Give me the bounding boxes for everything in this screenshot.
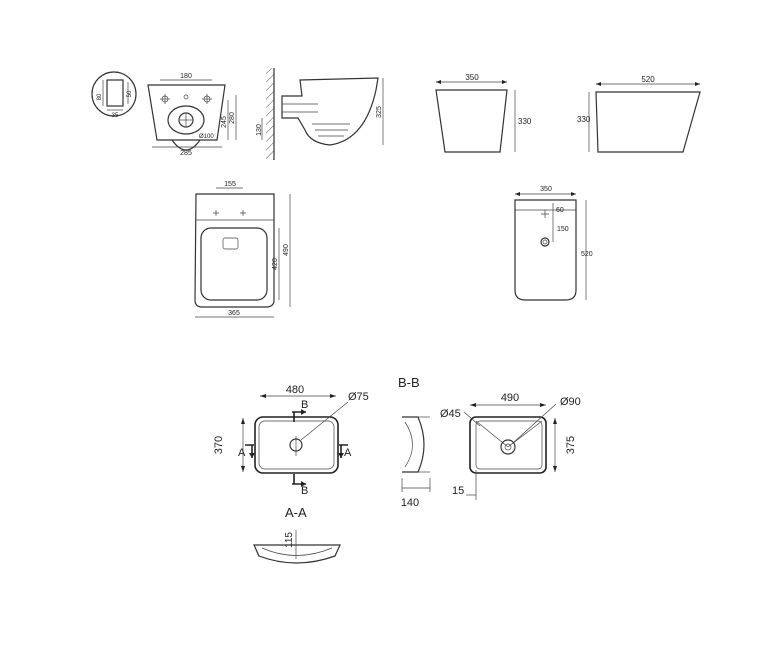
- toilet-side-view: 130 325: [256, 68, 384, 160]
- dim-basin-75: Ø75: [348, 391, 369, 403]
- dim-side-130: 130: [256, 124, 263, 136]
- dim-basin-top-90: Ø90: [560, 396, 581, 408]
- cut-b-bottom: B: [301, 485, 308, 497]
- dim-top-285: 285: [180, 150, 192, 157]
- section-bb-title: B-B: [398, 375, 420, 390]
- dim-basin-top-45: Ø45: [440, 408, 461, 420]
- dim-basin-top-375: 375: [565, 436, 577, 454]
- basin-top-view: 490 Ø90 Ø45 375 15: [440, 392, 581, 500]
- basin-plan-view: 480 Ø75 370 B B A A: [213, 384, 369, 497]
- dim-back-520: 520: [581, 251, 593, 258]
- dim-plan-365: 365: [228, 310, 240, 317]
- toilet-small-plan-view: 80 50 35: [91, 71, 137, 119]
- dim-aa-115: 115: [284, 532, 295, 548]
- dim-top-245: 245: [221, 116, 228, 128]
- toilet-front-view: 350 330: [435, 73, 532, 153]
- dim-bb-140: 140: [401, 497, 419, 509]
- dim-basin-370: 370: [213, 436, 225, 454]
- dim-back-150: 150: [557, 226, 569, 233]
- dim-basin-top-15: 15: [452, 485, 464, 497]
- dim-back-60: 60: [556, 207, 564, 214]
- dim-profile-520: 520: [641, 75, 655, 84]
- basin-section-bb: B-B 140: [398, 375, 431, 509]
- dim-front-330: 330: [518, 117, 532, 126]
- cut-b-top: B: [301, 399, 308, 411]
- dim-plan-155: 155: [224, 181, 236, 188]
- basin-section-aa: A-A 115: [253, 505, 341, 564]
- dim-front-350: 350: [465, 73, 479, 82]
- dim-plan-420: 420: [272, 258, 279, 270]
- cut-a-left: A: [238, 447, 246, 459]
- cut-a-right: A: [344, 447, 352, 459]
- section-aa-title: A-A: [285, 505, 307, 520]
- dim-back-350: 350: [540, 186, 552, 193]
- dim-basin-top-490: 490: [501, 392, 519, 404]
- toilet-top-view: 180 245 280 Ø100 285: [147, 73, 237, 157]
- dim-top-outlet: Ø100: [199, 134, 214, 140]
- dim-plan-small-50: 50: [127, 90, 133, 97]
- dim-plan-small-80: 80: [97, 93, 103, 100]
- dim-top-180: 180: [180, 73, 192, 80]
- dim-plan-small-35: 35: [112, 113, 119, 119]
- dim-profile-330: 330: [577, 115, 591, 124]
- dim-plan-490: 490: [283, 244, 290, 256]
- toilet-large-plan-view: 155 420 490 365: [194, 181, 291, 318]
- dim-top-280: 280: [229, 112, 236, 124]
- dim-side-325: 325: [376, 106, 383, 118]
- toilet-profile-view: 520 330: [577, 75, 701, 153]
- dim-basin-480: 480: [286, 384, 304, 396]
- toilet-back-view: 350 60 150 520: [514, 186, 593, 301]
